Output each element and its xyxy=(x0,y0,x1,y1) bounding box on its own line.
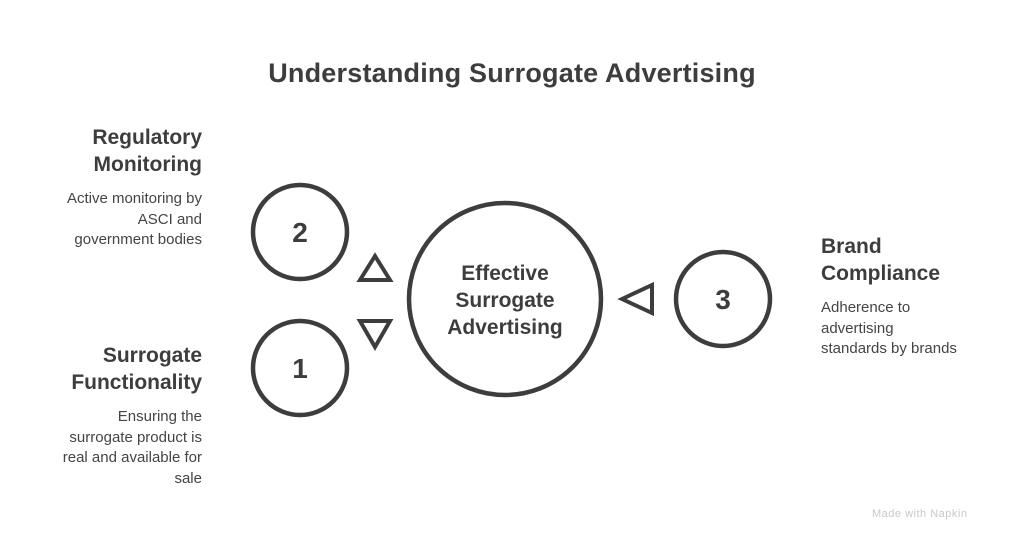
heading-line: Compliance xyxy=(821,262,941,285)
node-1-number: 1 xyxy=(292,353,308,384)
center-label-line1: Effective xyxy=(461,262,549,285)
heading-line: Monitoring xyxy=(93,153,202,176)
regulatory-monitoring-heading: Regulatory Monitoring xyxy=(20,124,202,178)
desc-line: advertising xyxy=(821,319,894,337)
desc-line: government bodies xyxy=(74,231,202,248)
surrogate-functionality-block: Surrogate Functionality Ensuring the sur… xyxy=(20,342,202,489)
node-1-circle xyxy=(250,318,350,418)
desc-line: Adherence to xyxy=(821,299,911,316)
node-2-circle xyxy=(250,182,350,282)
arrow-up-icon xyxy=(356,252,394,282)
desc-line: Active monitoring by xyxy=(66,190,202,207)
arrow-left-icon xyxy=(617,281,654,317)
center-label-line3: Advertising xyxy=(447,316,563,339)
center-circle xyxy=(406,200,604,398)
heading-line: Regulatory xyxy=(92,126,202,149)
desc-line: Ensuring the xyxy=(117,408,202,425)
regulatory-monitoring-block: Regulatory Monitoring Active monitoring … xyxy=(20,124,202,251)
watermark: Made with Napkin xyxy=(872,508,968,520)
brand-compliance-description: Adherence to advertising standards by br… xyxy=(821,298,1011,360)
brand-compliance-block: Brand Compliance Adherence to advertisin… xyxy=(821,233,1011,360)
desc-line: standards by brands xyxy=(821,340,957,357)
node-3-circle xyxy=(673,249,773,349)
diagram-title: Understanding Surrogate Advertising xyxy=(268,58,756,88)
node-3-number: 3 xyxy=(715,284,731,315)
desc-line: surrogate product is xyxy=(69,428,202,446)
center-label-line2: Surrogate xyxy=(455,289,554,312)
surrogate-functionality-heading: Surrogate Functionality xyxy=(20,342,202,396)
node-2-number: 2 xyxy=(292,217,308,248)
brand-compliance-heading: Brand Compliance xyxy=(821,233,1011,287)
heading-line: Functionality xyxy=(71,371,202,394)
surrogate-functionality-description: Ensuring the surrogate product is real a… xyxy=(20,407,202,489)
desc-line: ASCI and xyxy=(137,210,202,228)
desc-line: sale xyxy=(174,469,202,487)
arrow-down-icon xyxy=(356,319,394,352)
heading-line: Surrogate xyxy=(102,344,202,367)
desc-line: real and available for xyxy=(62,449,202,466)
regulatory-monitoring-description: Active monitoring by ASCI and government… xyxy=(20,189,202,251)
heading-line: Brand xyxy=(821,235,882,258)
